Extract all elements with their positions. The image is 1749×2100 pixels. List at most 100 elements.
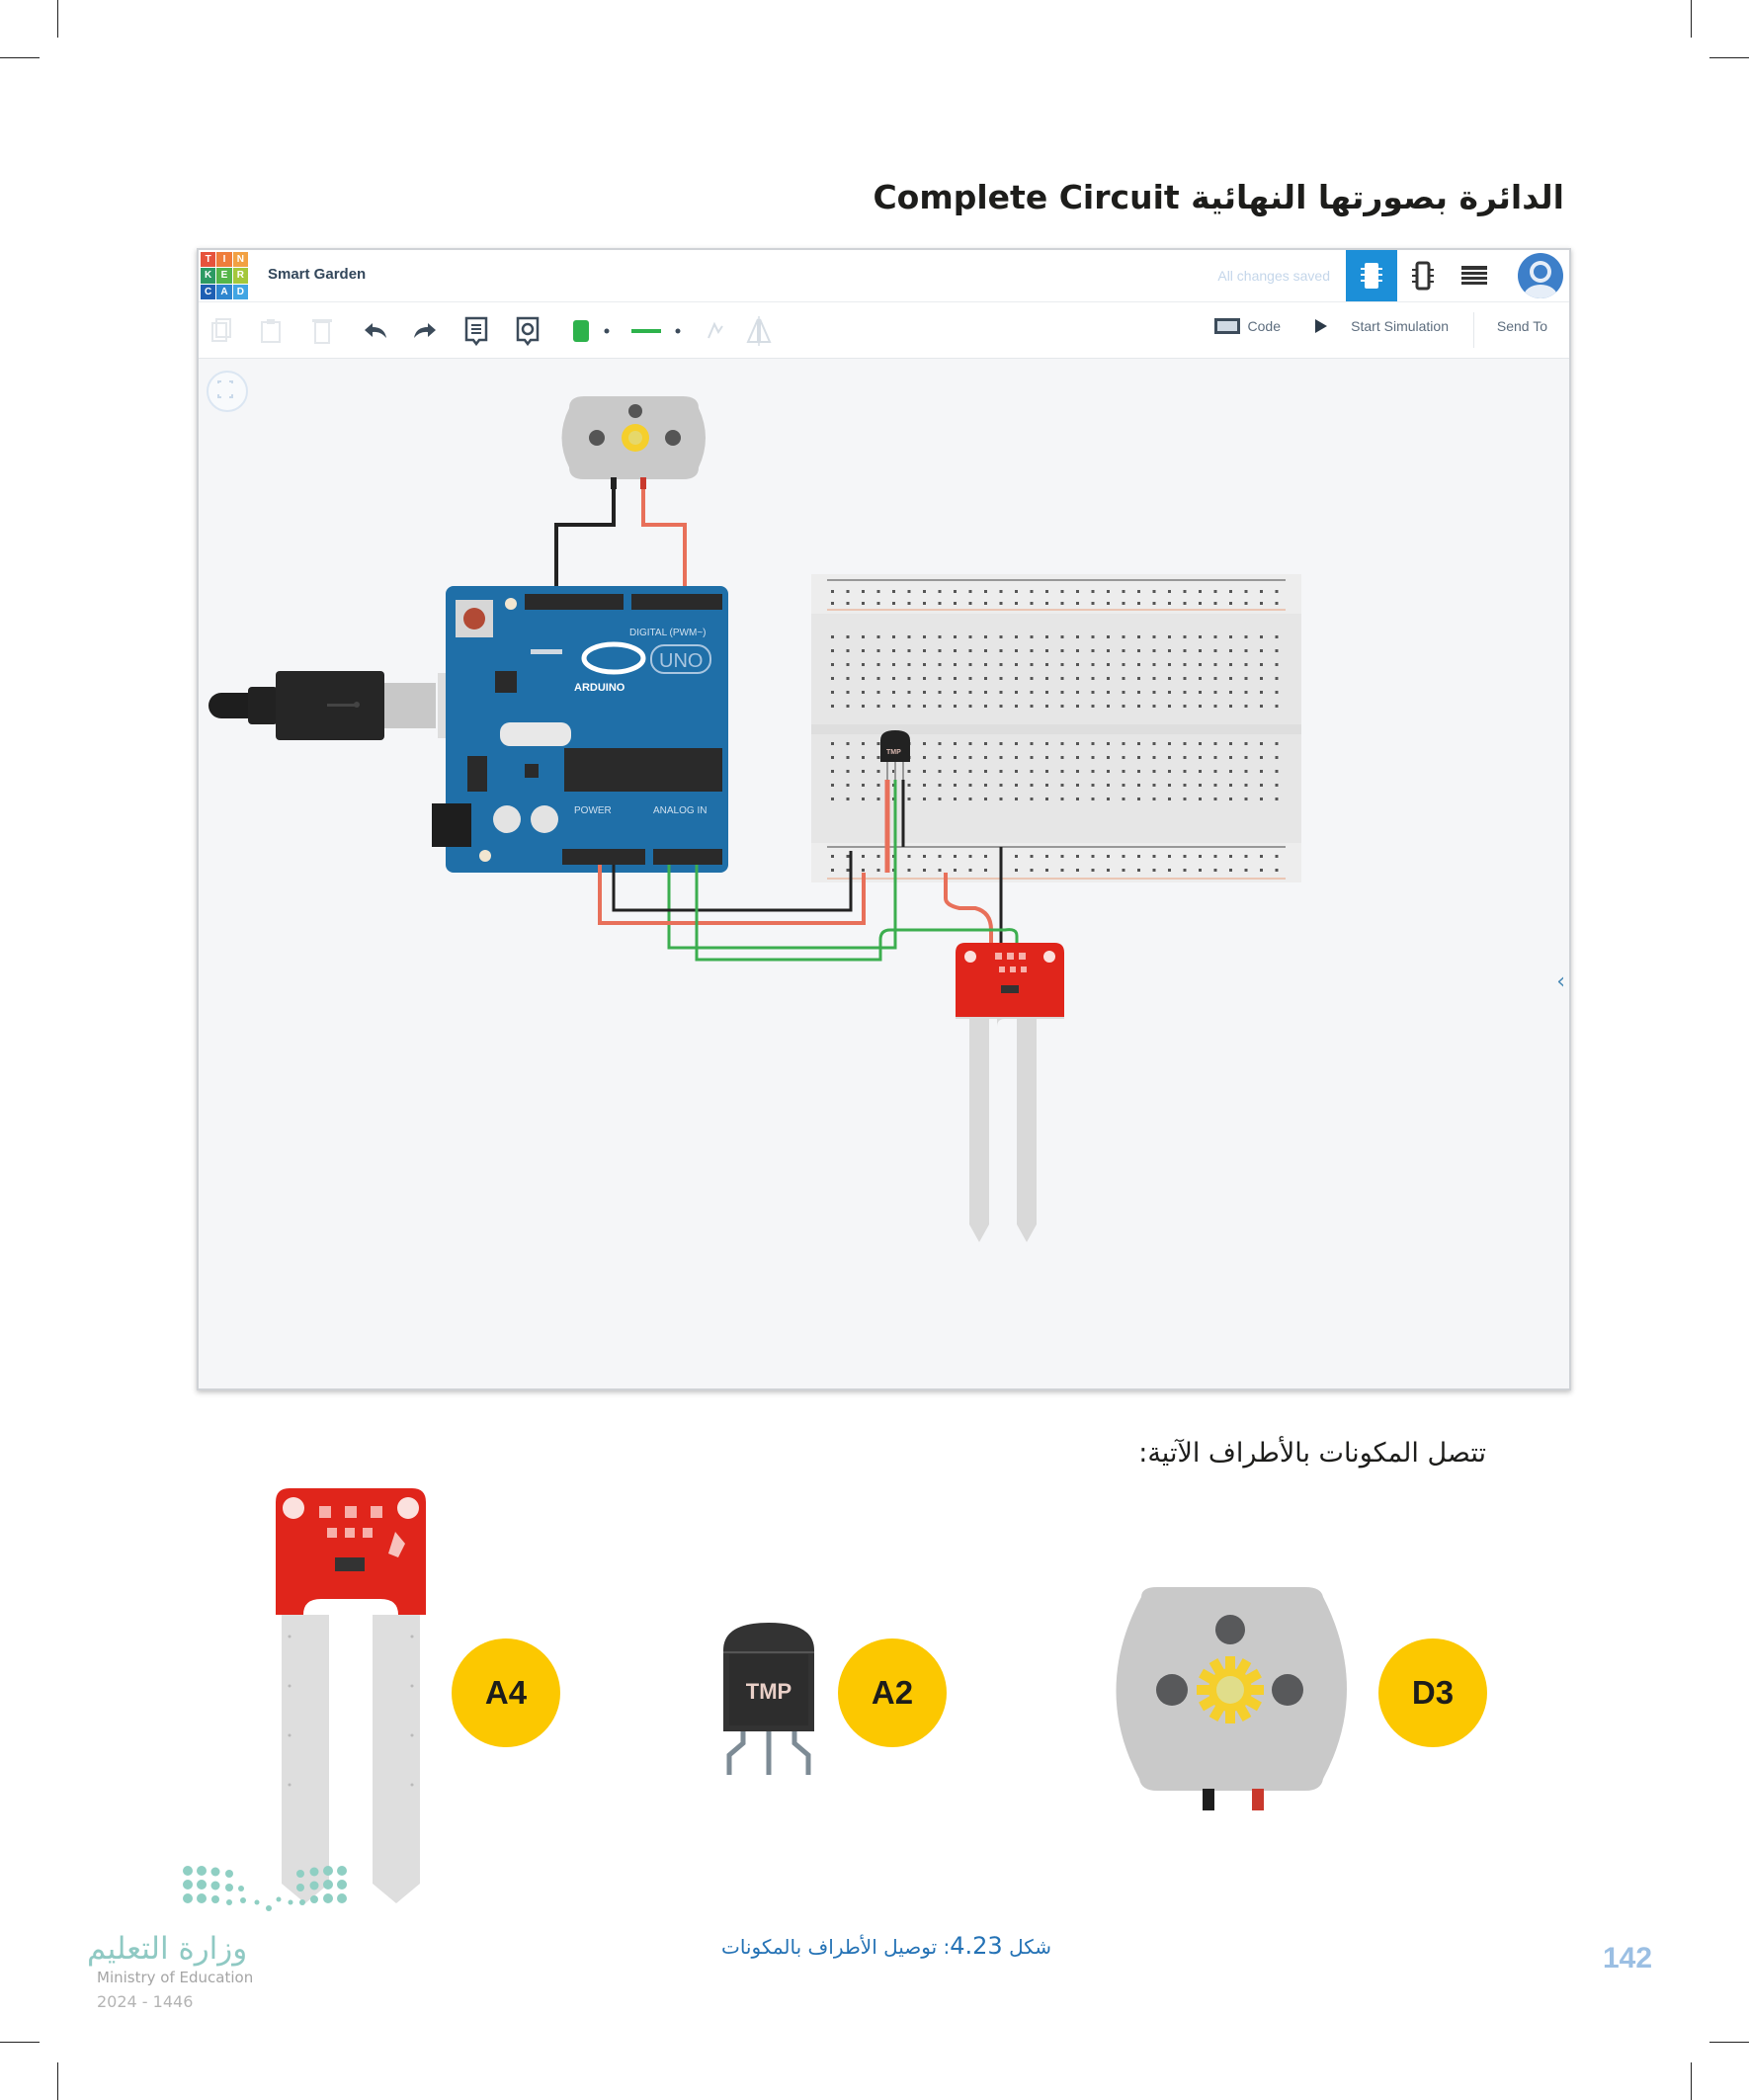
wire-tmp-a2[interactable] <box>667 780 897 950</box>
color-picker-button[interactable] <box>566 316 596 346</box>
wire-type-dropdown[interactable] <box>663 316 693 346</box>
component-list-button[interactable] <box>1397 250 1449 301</box>
breadboard-hole <box>1015 602 1018 605</box>
user-avatar[interactable] <box>1518 253 1563 298</box>
breadboard-hole <box>892 602 895 605</box>
soil-moisture-sensor[interactable] <box>956 943 1064 1242</box>
circuit-view-button[interactable] <box>1346 250 1397 301</box>
breadboard-hole <box>1076 602 1079 605</box>
arduino-uno-board[interactable]: DIGITAL (PWM~) ARDUINO UNO POWER ANALOG … <box>432 586 728 873</box>
breadboard-hole <box>954 602 957 605</box>
color-swatch-icon <box>573 320 589 342</box>
figure-caption: شكل 4.23: توصيل الأطراف بالمكونات <box>721 1932 1051 1960</box>
send-to-button[interactable]: Send To <box>1497 318 1547 334</box>
breadboard-hole <box>1213 602 1217 605</box>
rotate-button[interactable] <box>701 316 730 346</box>
breadboard-hole <box>1122 869 1125 872</box>
breadboard-hole <box>1183 635 1187 638</box>
breadboard-hole <box>1244 869 1248 872</box>
breadboard-hole <box>1060 663 1064 666</box>
breadboard-hole <box>923 869 926 872</box>
breadboard-hole <box>1152 590 1156 593</box>
logo-letter: C <box>201 284 216 299</box>
breadboard-hole <box>876 590 880 593</box>
paste-button[interactable] <box>256 316 286 346</box>
breadboard-hole <box>846 756 850 759</box>
breadboard-hole <box>1260 663 1263 666</box>
breadboard-hole <box>1091 663 1095 666</box>
breadboard-hole <box>1122 770 1125 773</box>
wire-motor-d3[interactable] <box>641 489 687 592</box>
breadboard-hole <box>1091 677 1095 680</box>
logo-letter: N <box>232 252 248 268</box>
breadboard-hole <box>831 649 834 652</box>
chip-icon <box>1412 261 1434 291</box>
wire-sensor-vcc[interactable] <box>944 873 993 946</box>
breadboard-hole <box>846 590 850 593</box>
breadboard-hole <box>1122 635 1125 638</box>
pin-badge-a2: A2 <box>838 1638 947 1747</box>
wire-sensor-a4[interactable] <box>695 865 1019 962</box>
breadboard-hole <box>1183 770 1187 773</box>
wire-type-button[interactable] <box>629 316 663 346</box>
flip-button[interactable] <box>744 316 774 346</box>
breadboard-hole <box>1275 756 1279 759</box>
tinkercad-logo[interactable]: T I N K E R C A D <box>201 252 248 299</box>
breadboard-hole <box>1213 770 1217 773</box>
copy-button[interactable] <box>207 316 236 346</box>
start-simulation-button[interactable]: Start Simulation <box>1315 318 1449 334</box>
breadboard-hole <box>1244 590 1248 593</box>
breadboard-hole <box>1183 705 1187 708</box>
breadboard-hole <box>1183 798 1187 800</box>
notes-toggle-button[interactable] <box>513 316 542 346</box>
breadboard-hole <box>968 770 972 773</box>
breadboard-hole <box>1137 742 1140 745</box>
breadboard-hole <box>923 691 926 694</box>
breadboard-hole <box>1060 677 1064 680</box>
wire-5v[interactable] <box>598 865 866 925</box>
breadboard-hole <box>968 649 972 652</box>
dc-motor[interactable] <box>561 396 707 489</box>
breadboard-hole <box>1076 756 1079 759</box>
breadboard-hole <box>1260 855 1263 858</box>
wire-motor-gnd[interactable] <box>554 489 616 592</box>
delete-button[interactable] <box>307 316 337 346</box>
breadboard-hole <box>1244 677 1248 680</box>
redo-button[interactable] <box>410 316 440 346</box>
notes-button[interactable] <box>461 316 491 346</box>
breadboard-hole <box>984 590 987 593</box>
breadboard-hole <box>984 798 987 800</box>
breadboard-hole <box>1015 784 1018 787</box>
color-dropdown[interactable] <box>592 316 622 346</box>
gear-tooth <box>1225 1656 1235 1670</box>
tmp-sensor-on-board[interactable]: TMP <box>880 730 910 780</box>
breadboard-hole <box>876 663 880 666</box>
wire-gnd[interactable] <box>612 851 853 912</box>
project-title[interactable]: Smart Garden <box>268 266 367 283</box>
breadboard-hole <box>968 590 972 593</box>
circuit-canvas[interactable]: ‹ <box>199 357 1569 1388</box>
code-button[interactable]: Code <box>1213 318 1281 334</box>
breadboard-hole <box>1030 742 1034 745</box>
side-panel-toggle[interactable]: ‹ <box>1556 969 1565 994</box>
crop-mark <box>1691 2062 1692 2100</box>
zoom-to-fit-button[interactable] <box>207 371 248 412</box>
breadboard-hole <box>1229 677 1232 680</box>
heading-english: Complete Circuit <box>873 178 1180 216</box>
breadboard-hole <box>876 784 880 787</box>
breadboard-hole <box>831 677 834 680</box>
breadboard-hole <box>1168 784 1171 787</box>
breadboard-hole <box>923 635 926 638</box>
undo-button[interactable] <box>361 316 390 346</box>
chevron-down-icon <box>604 328 610 334</box>
breadboard-hole <box>831 663 834 666</box>
breadboard-hole <box>999 649 1003 652</box>
list-view-button[interactable] <box>1449 250 1500 301</box>
breadboard-hole <box>968 602 972 605</box>
breadboard-hole <box>846 784 850 787</box>
breadboard-hole <box>1168 691 1171 694</box>
breadboard-hole <box>968 784 972 787</box>
breadboard[interactable] <box>811 574 1301 882</box>
breadboard-hole <box>1152 869 1156 872</box>
breadboard-hole <box>1091 784 1095 787</box>
